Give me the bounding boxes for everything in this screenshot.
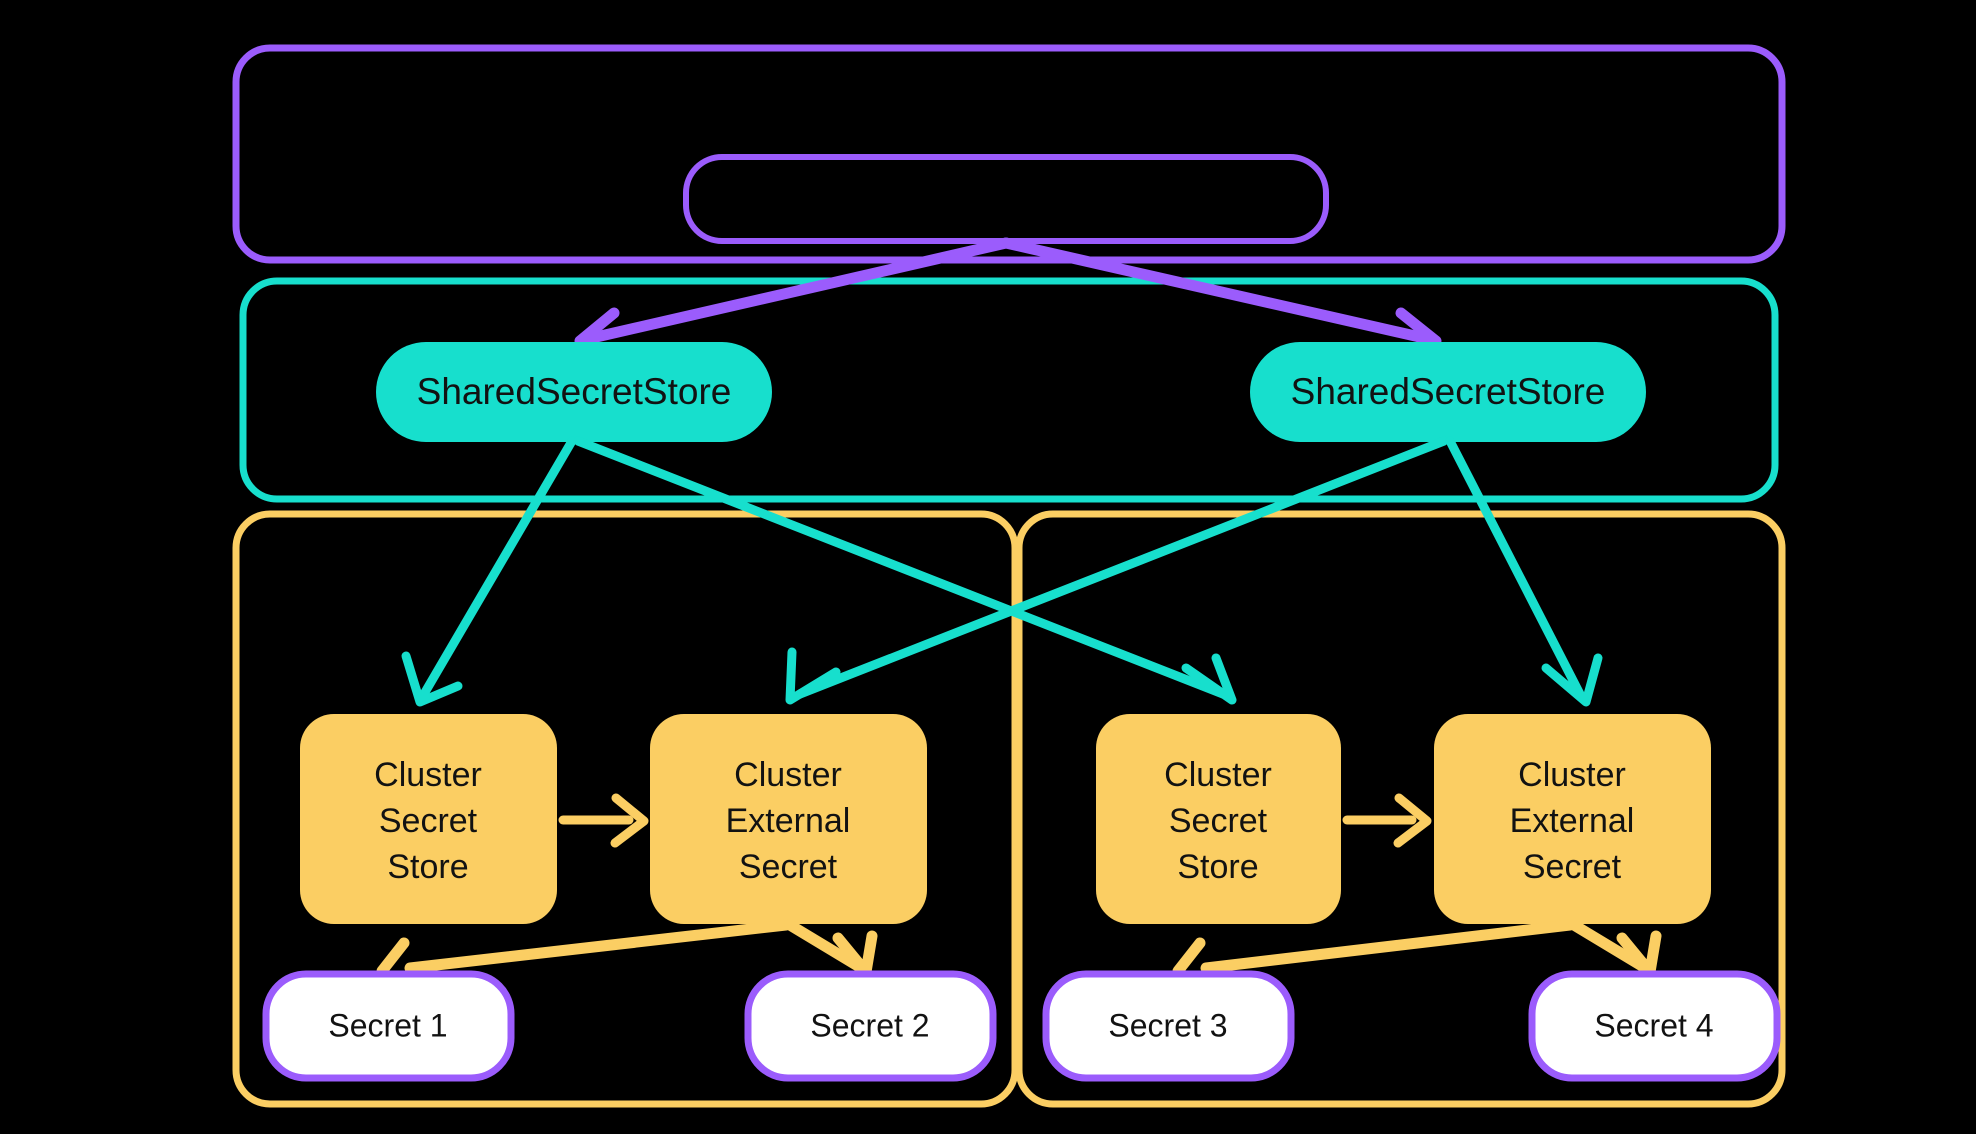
secret-4-label: Secret 4 [1594, 1007, 1713, 1043]
css-1-to-ces-1 [558, 793, 649, 848]
css-2-line-3: Store [1177, 848, 1258, 886]
secret-1-label: Secret 1 [328, 1007, 447, 1043]
secret-2-label: Secret 2 [810, 1007, 929, 1043]
cyan-container [239, 277, 1779, 503]
node-ces-2[interactable]: Cluster External Secret [1434, 714, 1711, 924]
css-1-line-2: Secret [379, 802, 478, 840]
css-2-to-ces-2 [1342, 793, 1432, 848]
node-sss-left[interactable]: SharedSecretStore [376, 342, 772, 442]
node-css-2[interactable]: Cluster Secret Store [1096, 714, 1341, 924]
node-secret-1[interactable]: Secret 1 [262, 970, 515, 1082]
secret-3-label: Secret 3 [1108, 1007, 1227, 1043]
ces-2-line-2: External [1510, 802, 1635, 840]
ces-1-line-1: Cluster [734, 756, 842, 794]
css-2-line-2: Secret [1169, 802, 1268, 840]
sss-left-label: SharedSecretStore [417, 371, 732, 412]
purple-outer-container [232, 44, 1786, 264]
ces-2-line-3: Secret [1523, 848, 1622, 886]
sss-right-to-ces-1 [785, 436, 1449, 705]
yellow-right-container [1015, 510, 1786, 1108]
node-secret-3[interactable]: Secret 3 [1042, 970, 1295, 1082]
sss-right-label: SharedSecretStore [1291, 371, 1606, 412]
node-secret-2[interactable]: Secret 2 [744, 970, 997, 1082]
css-1-line-3: Store [387, 848, 468, 886]
yellow-left-container [232, 510, 1019, 1108]
css-2-line-1: Cluster [1164, 756, 1272, 794]
sss-left-to-css-1 [401, 436, 577, 707]
node-css-1[interactable]: Cluster Secret Store [300, 714, 557, 924]
ces-1-line-3: Secret [739, 848, 838, 886]
node-ces-1[interactable]: Cluster External Secret [650, 714, 927, 924]
sss-right-to-ces-2 [1445, 436, 1603, 707]
node-secret-4[interactable]: Secret 4 [1528, 970, 1781, 1082]
css-1-line-1: Cluster [374, 756, 482, 794]
ces-1-line-2: External [726, 802, 851, 840]
node-sss-right[interactable]: SharedSecretStore [1250, 342, 1646, 442]
ces-2-line-1: Cluster [1518, 756, 1626, 794]
sss-left-to-css-2 [573, 436, 1237, 705]
